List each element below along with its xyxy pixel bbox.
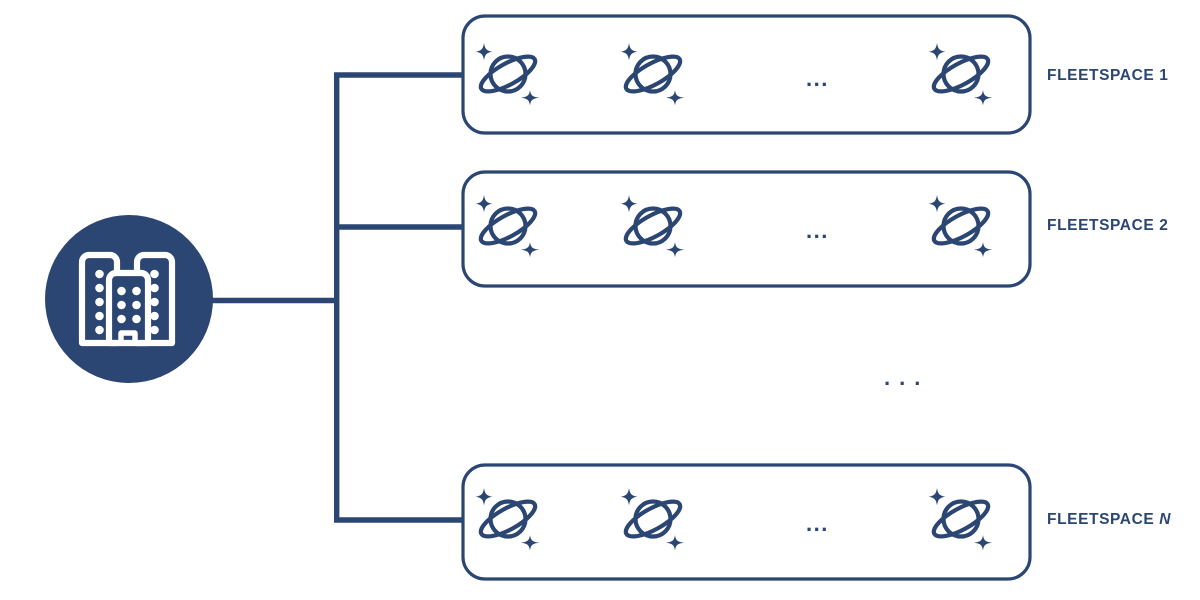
fleetspace-1-label: FLEETSPACE 1: [1047, 67, 1168, 85]
fleetspace-box-1[interactable]: [461, 14, 1032, 135]
fleetspace-row-2[interactable]: [461, 170, 1032, 288]
root-organization-node[interactable]: [45, 215, 213, 383]
fleetspace-2-label: FLEETSPACE 2: [1047, 217, 1168, 235]
fleetspace-n-label: FLEETSPACE N: [1047, 511, 1171, 529]
fleetspace-box-n[interactable]: [461, 463, 1032, 581]
fleetspace-2-label-text: FLEETSPACE 2: [1047, 217, 1169, 234]
stack-continuation-ellipsis: ...: [884, 365, 930, 390]
fleetspace-row-1[interactable]: [461, 14, 1032, 135]
row-1-ellipsis: ...: [806, 66, 829, 91]
fleetspace-1-label-text: FLEETSPACE 1: [1047, 67, 1169, 84]
connector-lines: [210, 72, 464, 523]
fleetspace-n-label-text: FLEETSPACE: [1047, 511, 1160, 528]
row-n-ellipsis: ...: [806, 511, 829, 536]
row-2-ellipsis: ...: [806, 218, 829, 243]
fleetspace-row-n[interactable]: [461, 463, 1032, 581]
fleetspace-n-label-suffix: N: [1159, 511, 1172, 528]
fleetspace-box-2[interactable]: [461, 170, 1032, 288]
